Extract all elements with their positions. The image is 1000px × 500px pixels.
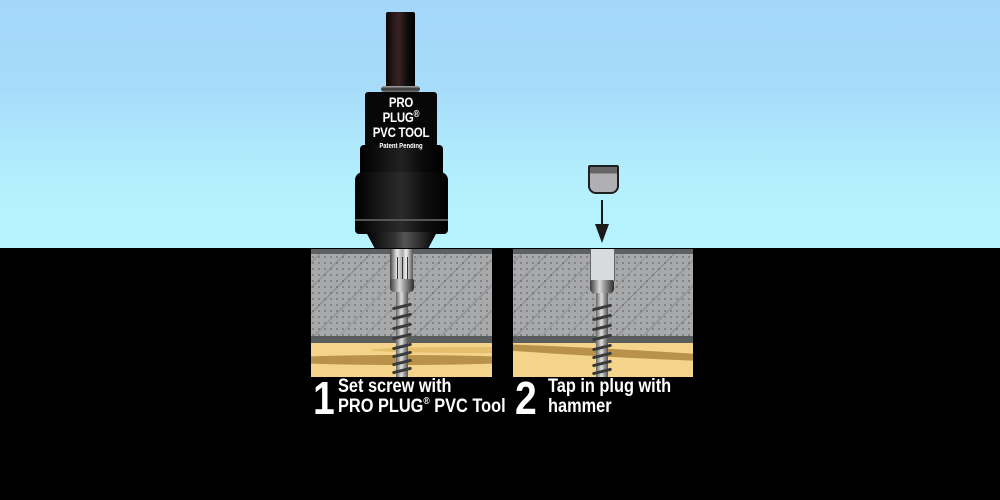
- down-arrow-icon: [601, 200, 603, 228]
- tool-shaft: [386, 12, 415, 88]
- sky-background: [0, 0, 1000, 248]
- board-cross-section-step-2: [513, 249, 693, 377]
- step-2-caption: Tap in plug with hammer: [548, 377, 671, 417]
- plug-icon: [588, 165, 619, 194]
- registered-mark: ®: [423, 396, 430, 407]
- ground-background: [0, 248, 1000, 500]
- tool-label-line1: PRO PLUG®: [371, 95, 430, 125]
- patent-pending-label: Patent Pending: [379, 143, 423, 150]
- step-1-line1: Set screw with: [338, 376, 452, 397]
- bit-flute: [402, 257, 403, 279]
- step-2-line1: Tap in plug with: [548, 376, 672, 397]
- board-cross-section-step-1: [311, 249, 492, 377]
- step-1-brand: PRO PLUG: [338, 396, 424, 417]
- wood-grain: [371, 347, 492, 353]
- step-2-number: 2: [515, 372, 537, 424]
- tool-body: [355, 172, 448, 234]
- screw-head: [590, 280, 614, 293]
- tool-ring: [381, 86, 420, 92]
- tool-label-line2: PVC TOOL: [372, 124, 430, 140]
- step-2-line2: hammer: [548, 396, 612, 417]
- registered-mark: ®: [413, 109, 420, 120]
- bit-flute: [397, 257, 398, 279]
- step-1-line2: PRO PLUG® PVC Tool: [338, 397, 506, 417]
- step-1-number: 1: [313, 372, 335, 424]
- tool-label: PRO PLUG® PVC TOOL Patent Pending: [365, 95, 437, 154]
- step-1-product: PVC Tool: [429, 396, 506, 417]
- screw-head: [390, 279, 414, 292]
- tool-stripe: [355, 219, 448, 221]
- tool-body-upper: [360, 145, 443, 175]
- tool-base: [366, 232, 437, 248]
- plug-hole: [590, 249, 615, 281]
- bit-flute: [407, 257, 408, 279]
- step-1-caption: Set screw with PRO PLUG® PVC Tool: [338, 377, 506, 417]
- tool-collar: [365, 92, 437, 147]
- tool-brand: PRO PLUG: [382, 94, 414, 125]
- down-arrow-head-icon: [595, 224, 609, 243]
